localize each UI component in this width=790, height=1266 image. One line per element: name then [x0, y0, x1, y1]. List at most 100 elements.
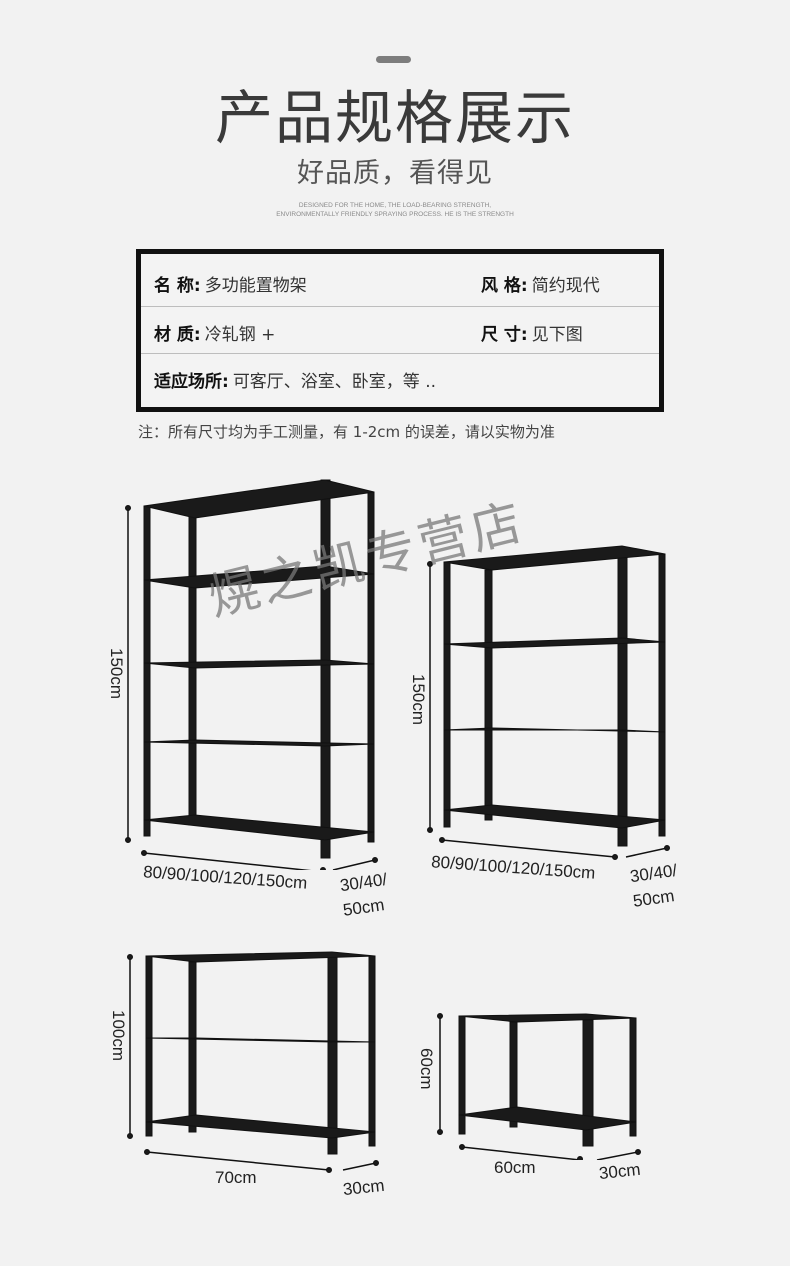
spec-name-value: 多功能置物架 [204, 275, 307, 296]
page-title: 产品规格展示 [214, 84, 575, 152]
post-back-right [658, 553, 666, 837]
dim-dot [427, 827, 433, 833]
spec-row-name: 名 称: 多功能置物架 风 格: 简约现代 [141, 260, 659, 306]
spec-material: 材 质: 冷轧钢 + [154, 320, 275, 345]
spec-usage-label: 适应场所: [154, 371, 229, 392]
shelf-1 [458, 1013, 637, 1023]
width-dimension-line [461, 1146, 581, 1160]
shelf-3 [143, 659, 375, 669]
rack-4-depth-label: 30cm [598, 1159, 642, 1184]
post-front-left [145, 955, 153, 1137]
post-front-right [320, 479, 331, 859]
spec-row-material: 材 质: 冷轧钢 + 尺 寸: 见下图 [141, 309, 659, 355]
post-back-right [629, 1017, 637, 1137]
dim-dot [612, 854, 618, 860]
spec-style: 风 格: 简约现代 [481, 271, 600, 296]
dim-dot [577, 1156, 583, 1160]
spec-size-label: 尺 寸: [481, 324, 528, 345]
rack-3-depth-label: 30cm [342, 1175, 386, 1200]
depth-dimension-line [596, 1151, 639, 1160]
depth-dimension-line [332, 859, 376, 870]
dim-dot [635, 1149, 641, 1155]
shelf-1 [145, 951, 376, 963]
dim-dot [437, 1129, 443, 1135]
rack-4-height-label: 60cm [417, 1048, 436, 1090]
shelf-1 [443, 545, 666, 571]
rack-1-height-label: 150cm [107, 648, 126, 700]
dim-dot [459, 1144, 465, 1150]
measurement-note: 注：所有尺寸均为手工测量，有 1-2cm 的误差，请以实物为准 [138, 423, 555, 441]
spec-usage-value: 可客厅、浴室、卧室，等 .. [232, 371, 437, 392]
rack-1-depth-label-1: 30/40/ [338, 869, 389, 896]
shelf-2 [443, 637, 666, 649]
shelf-rack-4-tier-image [427, 545, 670, 860]
spec-name: 名 称: 多功能置物架 [154, 271, 307, 296]
shelf-rack-3-tier-image [127, 951, 379, 1173]
shelf-1 [143, 479, 375, 519]
dim-dot [144, 1149, 150, 1155]
dim-dot [373, 1160, 379, 1166]
page-subtitle: 好品质，看得见 [297, 158, 493, 189]
depth-dimension-line [625, 847, 668, 858]
post-front-left [143, 505, 151, 837]
rack-1-depth-label-2: 50cm [341, 895, 386, 920]
rack-2-depth-label-1: 30/40/ [628, 860, 679, 887]
shelf-4 [143, 739, 375, 747]
depth-dimension-line [342, 1162, 377, 1171]
width-dimension-line [441, 839, 616, 858]
shelf-rack-2-tier-image [437, 1013, 641, 1160]
shelf-4 [443, 804, 666, 829]
spec-row-usage: 适应场所: 可客厅、浴室、卧室，等 .. [141, 356, 659, 402]
post-front-right [327, 953, 338, 1155]
decorative-bar [376, 56, 411, 63]
dim-dot [141, 850, 147, 856]
post-front-left [443, 561, 451, 828]
post-back-left [188, 961, 197, 1133]
rack-2-depth-label-2: 50cm [631, 886, 676, 911]
tagline: DESIGNED FOR THE HOME, THE LOAD-BEARING … [0, 201, 790, 219]
shelf-3 [145, 1114, 376, 1139]
width-dimension-line [143, 852, 312, 870]
shelf-5 [143, 814, 375, 841]
tagline-line-2: ENVIRONMENTALLY FRIENDLY SPRAYING PROCES… [276, 211, 514, 218]
post-back-right [368, 955, 376, 1147]
spec-table: 名 称: 多功能置物架 风 格: 简约现代 材 质: 冷轧钢 + 尺 寸: 见下… [136, 249, 664, 412]
rack-3-height-label: 100cm [109, 1010, 128, 1062]
shelf-3 [443, 727, 666, 733]
spec-name-label: 名 称: [154, 275, 201, 296]
dim-dot [437, 1013, 443, 1019]
dim-dot [326, 1167, 332, 1173]
spec-style-label: 风 格: [481, 275, 528, 296]
spec-size-value: 见下图 [531, 324, 583, 345]
dim-dot [125, 837, 131, 843]
spec-style-value: 简约现代 [531, 275, 600, 296]
shelf-2 [458, 1106, 637, 1131]
shelf-rack-5-tier-image [125, 479, 378, 870]
post-back-left [484, 569, 493, 821]
dim-dot [125, 505, 131, 511]
rack-2-height-label: 150cm [409, 674, 428, 726]
spec-material-value: 冷轧钢 + [204, 324, 276, 345]
dim-dot [127, 954, 133, 960]
post-back-left [188, 514, 197, 826]
post-front-left [458, 1015, 466, 1135]
post-front-right [617, 547, 628, 847]
rack-4-width-label: 60cm [494, 1158, 536, 1177]
dim-dot [439, 837, 445, 843]
dim-dot [372, 857, 378, 863]
divider [141, 353, 659, 354]
dim-dot [664, 845, 670, 851]
width-dimension-line [146, 1151, 330, 1171]
dim-dot [127, 1133, 133, 1139]
dim-dot [427, 561, 433, 567]
rack-3-width-label: 70cm [215, 1168, 257, 1187]
tagline-line-1: DESIGNED FOR THE HOME, THE LOAD-BEARING … [298, 202, 492, 209]
shelf-2 [143, 565, 375, 589]
post-back-right [367, 491, 375, 843]
dim-dot [320, 867, 326, 870]
spec-size: 尺 寸: 见下图 [481, 320, 583, 345]
divider [141, 306, 659, 307]
spec-usage: 适应场所: 可客厅、浴室、卧室，等 .. [154, 367, 436, 392]
spec-material-label: 材 质: [154, 324, 201, 345]
shelf-2 [145, 1037, 376, 1043]
